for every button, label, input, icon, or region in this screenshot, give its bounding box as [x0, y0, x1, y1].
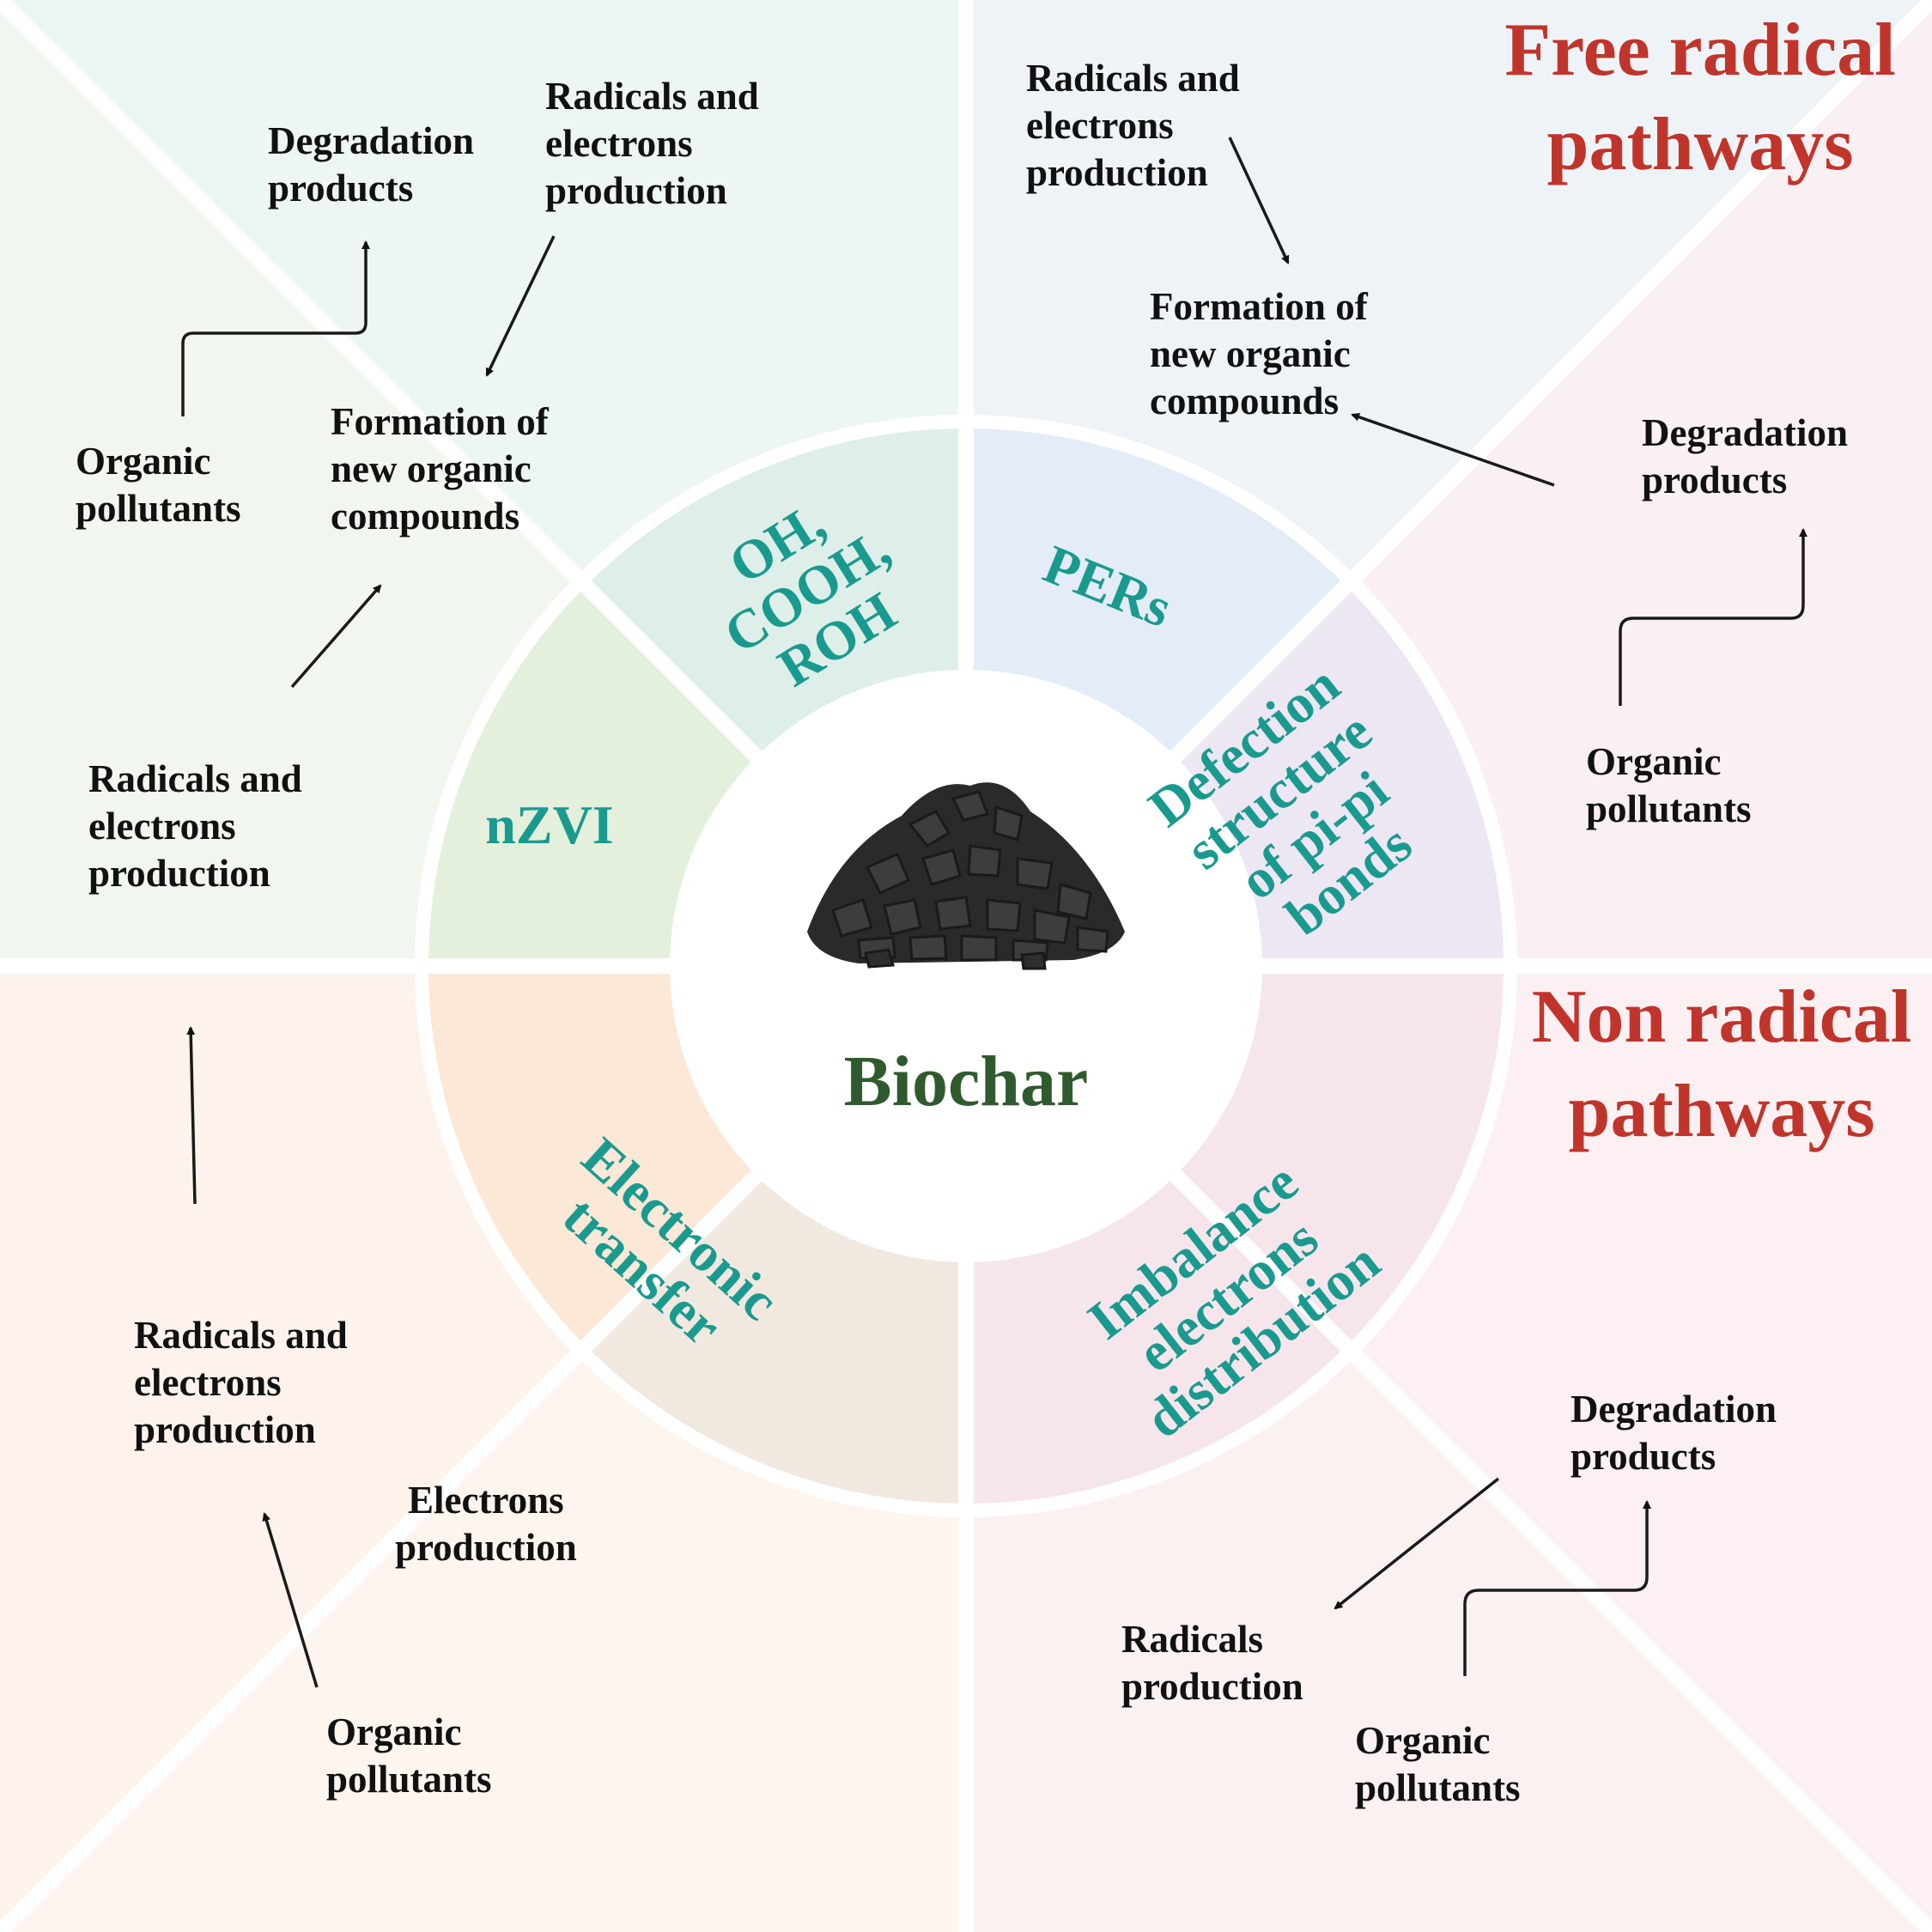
text-line: compounds — [1150, 380, 1340, 422]
tl-radicals-top: Radicals and electrons production — [545, 73, 759, 215]
text-line: Degradation — [1642, 411, 1848, 454]
text-line: Radicals and — [1026, 57, 1240, 100]
title-non-radical-pathways: Non radical pathways — [1516, 970, 1928, 1159]
text-line: Organic — [1355, 1719, 1491, 1762]
text-line: products — [1571, 1435, 1716, 1478]
text-line: production — [395, 1526, 577, 1569]
text-line: Organic — [76, 440, 211, 483]
text-line: electrons — [134, 1361, 282, 1404]
text-line: production — [1121, 1665, 1303, 1708]
text-line: electrons — [88, 805, 236, 848]
title-line: Free radical — [1504, 9, 1896, 92]
text-line: Radicals and — [134, 1314, 348, 1357]
text-line: products — [268, 167, 414, 210]
text-line: Radicals and — [88, 757, 302, 800]
title-line: Non radical — [1531, 975, 1912, 1059]
arrows-top-left — [181, 235, 556, 689]
tl-formation: Formation of new organic compounds — [331, 398, 549, 540]
text-line: Organic — [1586, 740, 1722, 783]
center-disk — [670, 670, 1262, 1262]
tl-organic-pollutants: Organic pollutants — [76, 438, 241, 532]
title-line: pathways — [1568, 1070, 1875, 1153]
bl-radicals: Radicals and electrons production — [134, 1312, 348, 1454]
title-line: pathways — [1546, 103, 1854, 186]
text-line: compounds — [331, 495, 520, 538]
text-line: production — [545, 169, 727, 212]
bl-organic-pollutants: Organic pollutants — [326, 1709, 492, 1803]
title-free-radical-pathways: Free radical pathways — [1494, 3, 1906, 192]
text-line: pollutants — [1355, 1766, 1521, 1809]
bl-electrons-production: Electrons production — [395, 1477, 577, 1571]
text-line: products — [1642, 459, 1788, 501]
tr-radicals: Radicals and electrons production — [1026, 55, 1240, 197]
text-line: Radicals and — [545, 75, 759, 118]
arrows-bottom-right — [1334, 1477, 1651, 1676]
arrows-bottom-left — [186, 1026, 319, 1688]
tl-degradation-products: Degradation products — [268, 118, 474, 212]
br-radicals-production: Radicals production — [1121, 1616, 1303, 1710]
biochar-label: Biochar — [843, 1042, 1089, 1121]
tr-formation: Formation of new organic compounds — [1150, 283, 1368, 425]
ring-label-line: nZVI — [485, 794, 614, 855]
arrows-top-right — [1228, 137, 1807, 706]
text-line: electrons — [545, 122, 693, 165]
text-line: new organic — [331, 447, 532, 490]
tr-degradation-products: Degradation products — [1642, 410, 1848, 504]
text-line: production — [88, 852, 270, 895]
text-line: Degradation — [268, 119, 474, 162]
tr-organic-pollutants: Organic pollutants — [1586, 738, 1752, 833]
text-line: pollutants — [326, 1758, 492, 1801]
text-line: Degradation — [1571, 1388, 1777, 1431]
charcoal-pile-icon — [807, 782, 1125, 970]
text-line: new organic — [1150, 332, 1351, 375]
text-line: pollutants — [1586, 787, 1752, 830]
text-line: pollutants — [76, 487, 241, 530]
text-line: Formation of — [1150, 285, 1368, 328]
text-line: electrons — [1026, 104, 1174, 147]
br-degradation-products: Degradation products — [1571, 1386, 1777, 1480]
ring-label-nzvi: nZVI — [447, 797, 653, 854]
text-line: Electrons — [408, 1479, 564, 1522]
tl-radicals-bottom: Radicals and electrons production — [88, 756, 302, 897]
text-line: production — [1026, 151, 1208, 194]
text-line: Radicals — [1121, 1618, 1264, 1661]
text-line: Formation of — [331, 400, 549, 443]
br-organic-pollutants: Organic pollutants — [1355, 1717, 1521, 1812]
ring-outer-border — [415, 415, 1517, 1517]
text-line: Organic — [326, 1710, 462, 1753]
text-line: production — [134, 1408, 316, 1451]
